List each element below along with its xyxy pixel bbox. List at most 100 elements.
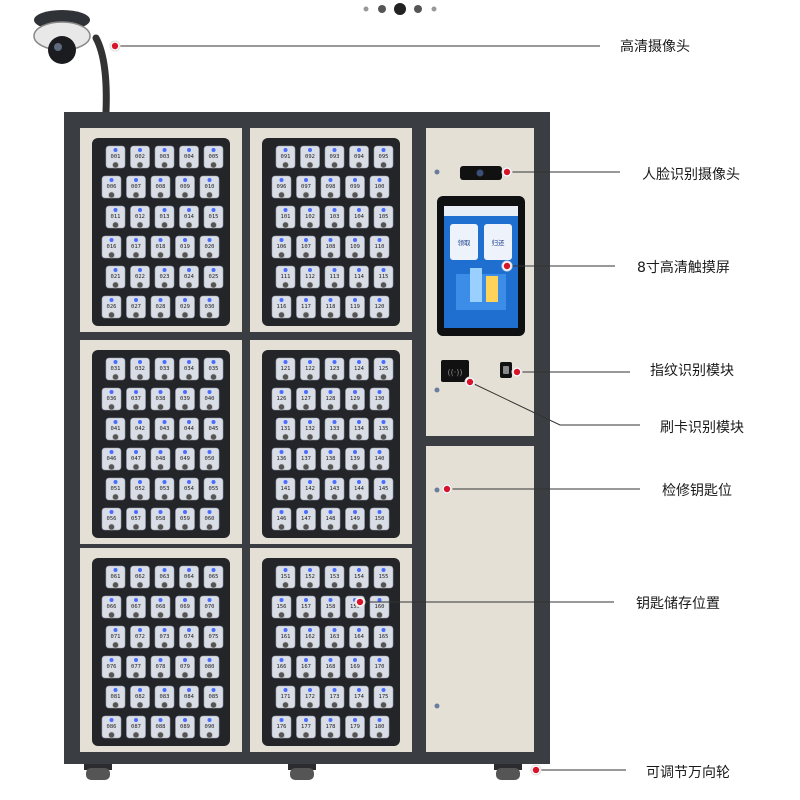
key-slot[interactable]: 083 bbox=[154, 685, 175, 709]
key-slot[interactable]: 126 bbox=[271, 387, 292, 411]
key-slot[interactable]: 162 bbox=[300, 625, 320, 649]
key-slot[interactable]: 006 bbox=[101, 175, 122, 199]
key-slot[interactable]: 058 bbox=[150, 507, 171, 531]
key-slot[interactable]: 118 bbox=[320, 295, 341, 319]
key-slot[interactable]: 102 bbox=[300, 205, 320, 229]
return-button[interactable] bbox=[484, 224, 512, 260]
key-slot[interactable]: 056 bbox=[101, 507, 122, 531]
key-slot[interactable]: 011 bbox=[105, 205, 126, 229]
key-slot[interactable]: 110 bbox=[369, 235, 390, 259]
key-slot[interactable]: 045 bbox=[203, 417, 224, 441]
key-slot[interactable]: 072 bbox=[130, 625, 150, 649]
key-slot[interactable]: 169 bbox=[345, 655, 365, 679]
key-slot[interactable]: 069 bbox=[175, 595, 195, 619]
key-slot[interactable]: 001 bbox=[105, 145, 126, 169]
key-slot[interactable]: 106 bbox=[271, 235, 292, 259]
key-slot[interactable]: 180 bbox=[369, 715, 390, 739]
key-slot[interactable]: 002 bbox=[130, 145, 150, 169]
key-slot[interactable]: 055 bbox=[203, 477, 224, 501]
key-slot[interactable]: 004 bbox=[179, 145, 199, 169]
key-slot[interactable]: 135 bbox=[373, 417, 394, 441]
key-slot[interactable]: 112 bbox=[300, 265, 320, 289]
key-slot[interactable]: 147 bbox=[296, 507, 316, 531]
key-slot[interactable]: 119 bbox=[345, 295, 365, 319]
key-slot[interactable]: 020 bbox=[199, 235, 220, 259]
key-slot[interactable]: 090 bbox=[199, 715, 220, 739]
key-slot[interactable]: 073 bbox=[154, 625, 175, 649]
key-slot[interactable]: 062 bbox=[130, 565, 150, 589]
key-slot[interactable]: 163 bbox=[324, 625, 345, 649]
key-slot[interactable]: 025 bbox=[203, 265, 224, 289]
key-slot[interactable]: 039 bbox=[175, 387, 195, 411]
key-slot[interactable]: 016 bbox=[101, 235, 122, 259]
key-slot[interactable]: 075 bbox=[203, 625, 224, 649]
carousel-dots[interactable] bbox=[356, 2, 446, 16]
key-slot[interactable]: 166 bbox=[271, 655, 292, 679]
key-slot[interactable]: 063 bbox=[154, 565, 175, 589]
key-slot[interactable]: 017 bbox=[126, 235, 146, 259]
key-slot[interactable]: 005 bbox=[203, 145, 224, 169]
key-slot[interactable]: 171 bbox=[275, 685, 296, 709]
key-slot[interactable]: 099 bbox=[345, 175, 365, 199]
key-slot[interactable]: 151 bbox=[275, 565, 296, 589]
key-slot[interactable]: 148 bbox=[320, 507, 341, 531]
key-slot[interactable]: 059 bbox=[175, 507, 195, 531]
key-slot[interactable]: 048 bbox=[150, 447, 171, 471]
key-slot[interactable]: 093 bbox=[324, 145, 345, 169]
key-slot[interactable]: 160 bbox=[369, 595, 390, 619]
key-slot[interactable]: 138 bbox=[320, 447, 341, 471]
key-slot[interactable]: 084 bbox=[179, 685, 199, 709]
key-slot[interactable]: 087 bbox=[126, 715, 146, 739]
key-slot[interactable]: 144 bbox=[349, 477, 369, 501]
key-slot[interactable]: 098 bbox=[320, 175, 341, 199]
key-slot[interactable]: 141 bbox=[275, 477, 296, 501]
key-slot[interactable]: 037 bbox=[126, 387, 146, 411]
key-slot[interactable]: 165 bbox=[373, 625, 394, 649]
key-slot[interactable]: 097 bbox=[296, 175, 316, 199]
key-slot[interactable]: 104 bbox=[349, 205, 369, 229]
key-slot[interactable]: 068 bbox=[150, 595, 171, 619]
key-slot[interactable]: 161 bbox=[275, 625, 296, 649]
key-slot[interactable]: 022 bbox=[130, 265, 150, 289]
key-slot[interactable]: 170 bbox=[369, 655, 390, 679]
carousel-dot[interactable] bbox=[363, 6, 369, 12]
key-slot[interactable]: 105 bbox=[373, 205, 394, 229]
key-slot[interactable]: 152 bbox=[300, 565, 320, 589]
key-slot[interactable]: 157 bbox=[296, 595, 316, 619]
key-slot[interactable]: 007 bbox=[126, 175, 146, 199]
key-slot[interactable]: 026 bbox=[101, 295, 122, 319]
key-slot[interactable]: 136 bbox=[271, 447, 292, 471]
key-slot[interactable]: 139 bbox=[345, 447, 365, 471]
key-slot[interactable]: 032 bbox=[130, 357, 150, 381]
key-slot[interactable]: 082 bbox=[130, 685, 150, 709]
key-slot[interactable]: 096 bbox=[271, 175, 292, 199]
key-slot[interactable]: 134 bbox=[349, 417, 369, 441]
key-slot[interactable]: 047 bbox=[126, 447, 146, 471]
key-slot[interactable]: 116 bbox=[271, 295, 292, 319]
key-slot[interactable]: 143 bbox=[324, 477, 345, 501]
key-slot[interactable]: 108 bbox=[320, 235, 341, 259]
key-slot[interactable]: 153 bbox=[324, 565, 345, 589]
key-slot[interactable]: 035 bbox=[203, 357, 224, 381]
key-slot[interactable]: 060 bbox=[199, 507, 220, 531]
key-slot[interactable]: 133 bbox=[324, 417, 345, 441]
key-slot[interactable]: 033 bbox=[154, 357, 175, 381]
key-slot[interactable]: 129 bbox=[345, 387, 365, 411]
key-slot[interactable]: 057 bbox=[126, 507, 146, 531]
key-slot[interactable]: 115 bbox=[373, 265, 394, 289]
key-slot[interactable]: 071 bbox=[105, 625, 126, 649]
key-slot[interactable]: 053 bbox=[154, 477, 175, 501]
key-slot[interactable]: 176 bbox=[271, 715, 292, 739]
key-slot[interactable]: 168 bbox=[320, 655, 341, 679]
key-slot[interactable]: 140 bbox=[369, 447, 390, 471]
key-slot[interactable]: 036 bbox=[101, 387, 122, 411]
key-slot[interactable]: 009 bbox=[175, 175, 195, 199]
key-slot[interactable]: 024 bbox=[179, 265, 199, 289]
key-slot[interactable]: 018 bbox=[150, 235, 171, 259]
key-slot[interactable]: 074 bbox=[179, 625, 199, 649]
key-slot[interactable]: 021 bbox=[105, 265, 126, 289]
key-slot[interactable]: 078 bbox=[150, 655, 171, 679]
key-slot[interactable]: 131 bbox=[275, 417, 296, 441]
key-slot[interactable]: 174 bbox=[349, 685, 369, 709]
key-slot[interactable]: 111 bbox=[275, 265, 296, 289]
